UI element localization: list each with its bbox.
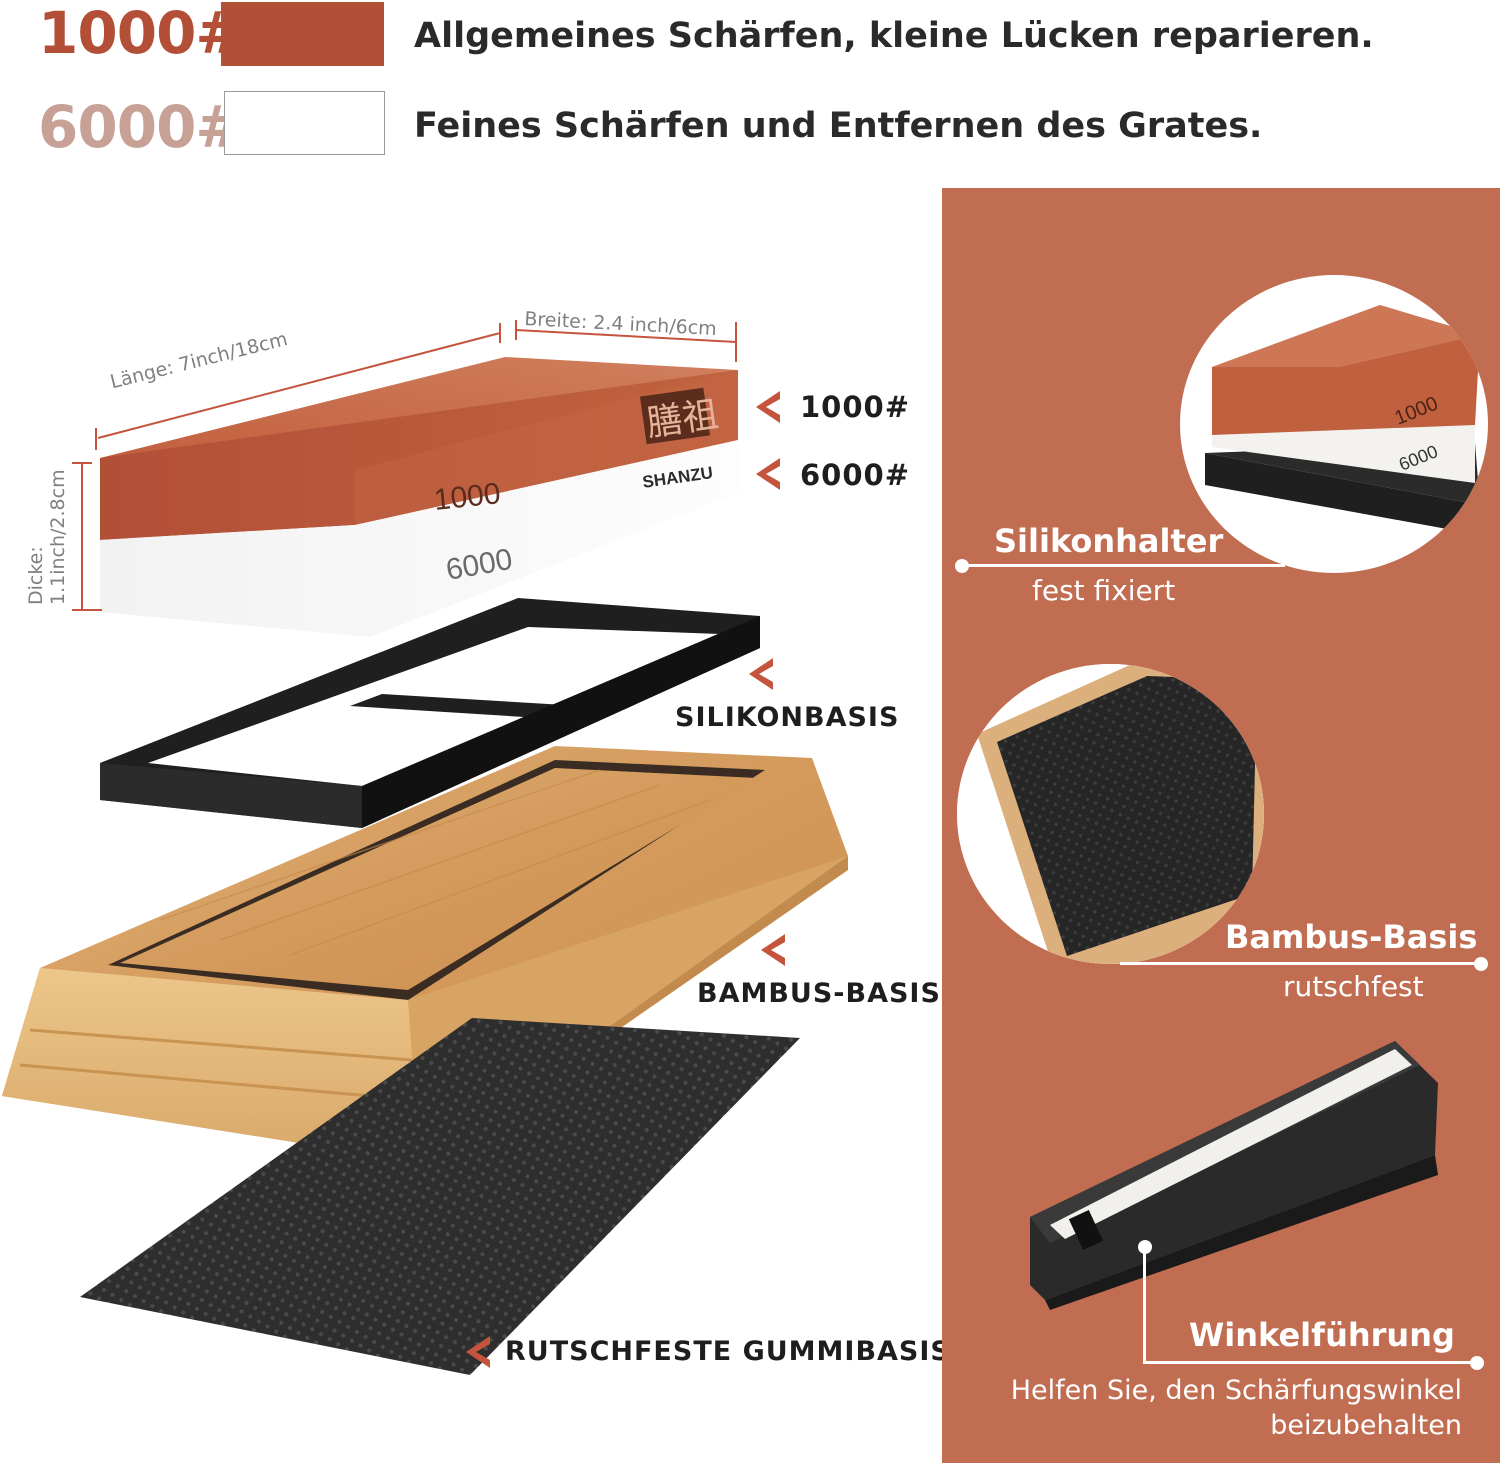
brand-logo-mark: 膳祖: [644, 394, 721, 445]
feature-subtitle-angle-guide: Helfen Sie, den Schärfungswinkel beizube…: [1010, 1375, 1462, 1441]
feature-title-angle-guide: Winkelführung: [1189, 1316, 1455, 1354]
dimension-lines: [72, 320, 737, 611]
callout-dot-bamboo: [1474, 957, 1488, 971]
legend-grit-1000: 1000#: [38, 0, 244, 67]
legend-grit-6000: 6000#: [38, 93, 244, 161]
chevron-left-icon: [756, 391, 780, 423]
chevron-left-icon: [749, 658, 773, 690]
dimension-thickness-label: Dicke: 1.1inch/2.8cm: [25, 469, 69, 605]
callout-line-silicone: [960, 564, 1285, 567]
chevron-left-icon: [761, 934, 785, 966]
part-label-bamboo-base: BAMBUS-BASIS: [697, 978, 941, 1009]
callout-line-angle: [1143, 1361, 1478, 1364]
feature-title-silicone-holder: Silikonhalter: [994, 522, 1224, 560]
legend-description-1000: Allgemeines Schärfen, kleine Lücken repa…: [414, 16, 1374, 56]
feature-image-angle-guide: [1030, 1041, 1438, 1310]
part-label-1000: 1000#: [800, 390, 911, 424]
feature-subtitle-silicone-holder: fest fixiert: [1032, 574, 1176, 607]
rubber-mat: [80, 1018, 800, 1375]
stone-face-1000-label: 1000: [432, 477, 502, 517]
angle-guide-logo: [1068, 1209, 1104, 1251]
feature-title-bamboo-base: Bambus-Basis: [1225, 918, 1478, 956]
whetstone: 1000 6000 膳祖 SHANZU: [100, 357, 738, 637]
callout-line-bamboo: [1120, 962, 1482, 965]
feature-image-bamboo-base: [957, 664, 1264, 964]
callout-dot-angle-start: [1138, 1240, 1152, 1254]
exploded-product-illustration: 1000 6000 膳祖 SHANZU: [2, 320, 848, 1375]
part-label-6000: 6000#: [800, 458, 911, 492]
brand-logo-seal: [639, 387, 711, 445]
legend-description-6000: Feines Schärfen und Entfernen des Grates…: [414, 106, 1263, 146]
stone-6000-side: [100, 440, 738, 637]
callout-dot-angle-end: [1470, 1356, 1484, 1370]
feature-image-silicone-holder: 1000 6000: [1180, 275, 1488, 573]
callout-line-angle-vertical: [1143, 1245, 1146, 1363]
part-label-rubber-base: RUTSCHFESTE GUMMIBASIS: [505, 1336, 951, 1367]
dimension-thickness-title: Dicke:: [25, 546, 47, 605]
legend-swatch-1000: [221, 2, 384, 66]
legend-swatch-6000: [224, 91, 385, 155]
part-label-silicone-base: SILIKONBASIS: [675, 702, 900, 733]
feature-subtitle-bamboo-base: rutschfest: [1283, 970, 1424, 1003]
callout-dot-silicone: [955, 559, 969, 573]
chevron-left-icon: [756, 458, 780, 490]
silicone-frame: [100, 598, 760, 828]
chevron-left-icon: [466, 1336, 490, 1368]
stone-1000-side: [100, 370, 738, 540]
dimension-thickness-value: 1.1inch/2.8cm: [47, 469, 69, 605]
